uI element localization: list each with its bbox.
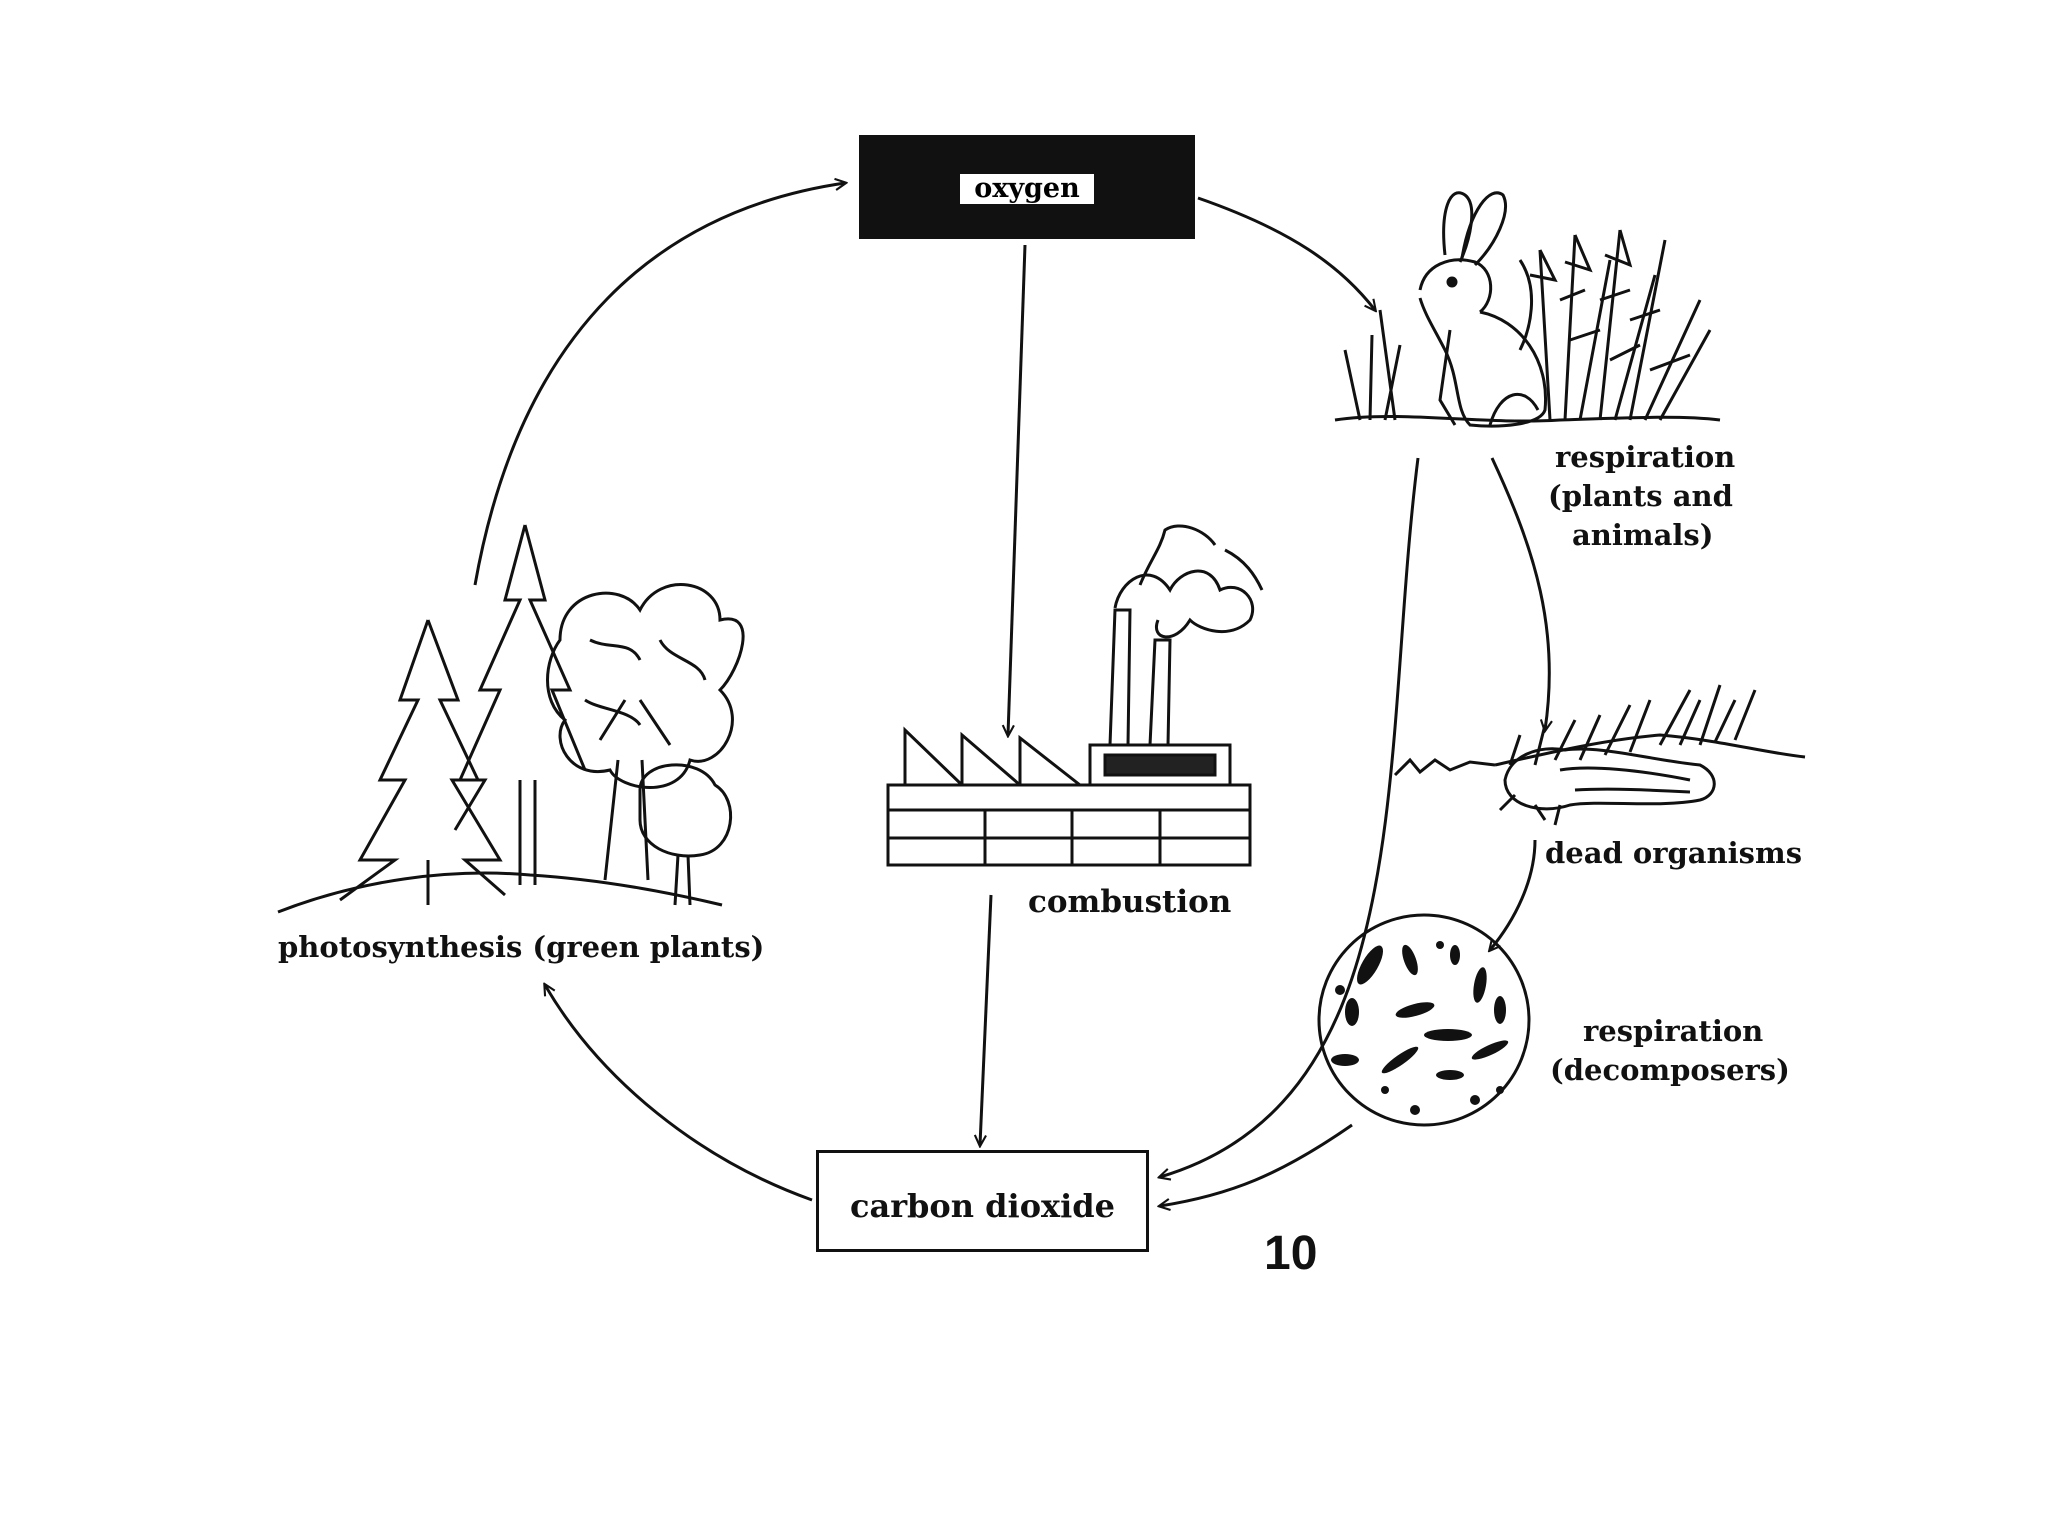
- respiration-plants-animals-line-3: animals): [1572, 518, 1714, 552]
- dead-organisms-illustration: [1393, 684, 1806, 826]
- arrow-co2-to-photosynthesis: [545, 985, 813, 1202]
- photosynthesis-label: photosynthesis (green plants): [278, 930, 765, 964]
- decomposers-illustration: [1317, 913, 1531, 1127]
- arrow-animals-to-dead: [1490, 457, 1549, 730]
- arrow-oxygen-to-combustion: [1008, 244, 1027, 735]
- page-number: 10: [1264, 1227, 1318, 1280]
- respiration-plants-animals-line-2: (plants and: [1548, 479, 1733, 513]
- arrow-dead-to-decomposers: [1490, 839, 1537, 950]
- factory-illustration: [886, 524, 1264, 867]
- arrows: [473, 183, 1549, 1206]
- arrow-photosynthesis-to-oxygen: [473, 183, 845, 586]
- oxygen-label: oxygen: [960, 174, 1094, 204]
- arrow-oxygen-to-animals: [1197, 196, 1375, 310]
- dead-organisms-label: dead organisms: [1545, 836, 1803, 870]
- forest-illustration: [277, 524, 745, 914]
- carbon-dioxide-label: carbon dioxide: [849, 1187, 1116, 1225]
- arrow-decomposers-to-co2: [1160, 1123, 1353, 1206]
- arrow-combustion-to-co2: [980, 894, 993, 1145]
- respiration-decomposers-line-2: (decomposers): [1550, 1053, 1790, 1087]
- rabbit-illustration: [1334, 191, 1721, 428]
- respiration-plants-animals-line-1: respiration: [1555, 440, 1736, 474]
- combustion-label: combustion: [1028, 884, 1232, 920]
- arrow-respiration-to-co2: [1160, 457, 1420, 1177]
- respiration-decomposers-line-1: respiration: [1583, 1014, 1764, 1048]
- carbon-dioxide-box: [816, 1150, 1149, 1252]
